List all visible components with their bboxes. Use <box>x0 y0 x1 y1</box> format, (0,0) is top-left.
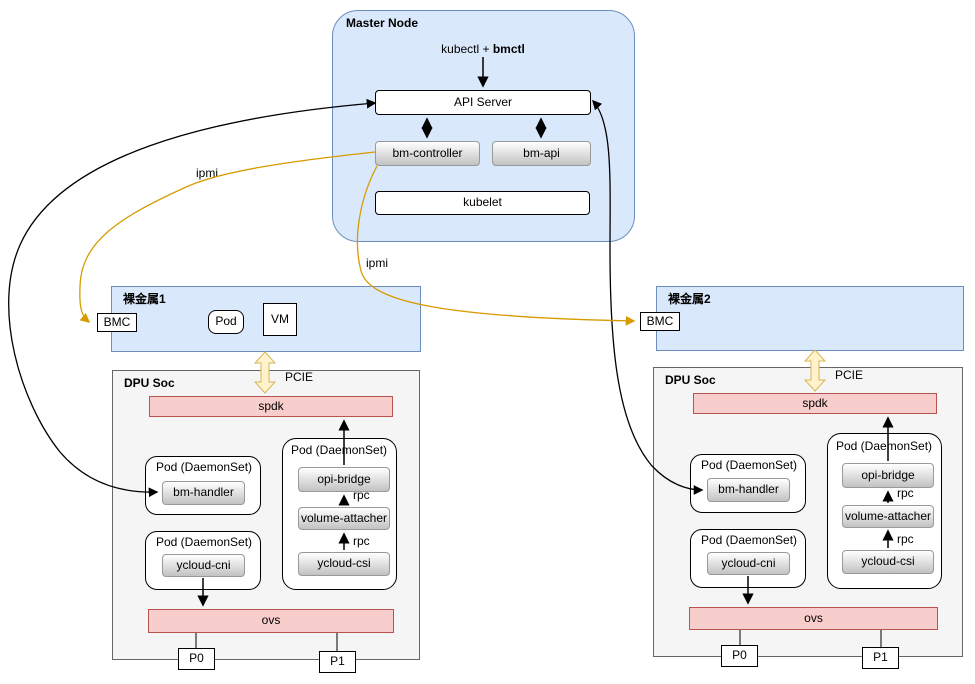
ycloud-cni-1-box: ycloud-cni <box>162 554 245 577</box>
api-server-box: API Server <box>375 90 591 115</box>
pod-daemonset-label: Pod (DaemonSet) <box>701 533 798 547</box>
kubelet-box: kubelet <box>375 191 590 215</box>
pod-daemonset-label: Pod (DaemonSet) <box>156 460 253 474</box>
ycloud-csi-2-box: ycloud-csi <box>842 550 934 574</box>
kubectl-bmctl-label: kubectl + bmctl <box>441 42 525 56</box>
pod-daemonset-label: Pod (DaemonSet) <box>291 443 388 457</box>
baremetal-2-container <box>656 286 964 351</box>
rpc-label: rpc <box>353 534 370 548</box>
spdk-2-box: spdk <box>693 393 937 414</box>
bm-handler-2-box: bm-handler <box>707 478 790 502</box>
bm-handler-1-box: bm-handler <box>162 481 245 505</box>
volume-attacher-1-box: volume-attacher <box>298 507 390 530</box>
spdk-1-box: spdk <box>149 396 393 417</box>
opi-bridge-2-box: opi-bridge <box>842 463 934 488</box>
rpc-label: rpc <box>897 486 914 500</box>
ovs-2-box: ovs <box>689 607 938 630</box>
ycloud-cni-2-box: ycloud-cni <box>707 552 790 575</box>
bm-controller-box: bm-controller <box>375 141 480 166</box>
pod-daemonset-label: Pod (DaemonSet) <box>701 458 798 472</box>
bm-api-box: bm-api <box>492 141 591 166</box>
volume-attacher-2-box: volume-attacher <box>842 505 934 528</box>
ovs-1-box: ovs <box>148 609 394 633</box>
baremetal-1-title: 裸金属1 <box>123 292 166 306</box>
vm-box: VM <box>263 303 297 336</box>
port-p1-1-box: P1 <box>319 651 356 673</box>
ipmi-label-center: ipmi <box>366 256 389 270</box>
ipmi-label-left: ipmi <box>196 166 219 180</box>
master-node-title: Master Node <box>346 16 419 30</box>
opi-bridge-1-box: opi-bridge <box>298 467 390 492</box>
dpu-soc-1-title: DPU Soc <box>124 376 175 390</box>
ycloud-csi-1-box: ycloud-csi <box>298 552 390 576</box>
pod-daemonset-label: Pod (DaemonSet) <box>156 535 253 549</box>
rpc-label: rpc <box>353 488 370 502</box>
dpu-soc-2-title: DPU Soc <box>665 373 716 387</box>
port-p0-1-box: P0 <box>178 648 215 670</box>
pod-box: Pod <box>208 310 244 334</box>
port-p0-2-box: P0 <box>721 645 758 667</box>
bmc-2-box: BMC <box>640 312 680 331</box>
rpc-label: rpc <box>897 532 914 546</box>
pcie-2-label: PCIE <box>835 368 864 382</box>
port-p1-2-box: P1 <box>862 647 899 669</box>
baremetal-2-title: 裸金属2 <box>668 292 711 306</box>
pcie-1-label: PCIE <box>285 370 314 384</box>
pod-daemonset-label: Pod (DaemonSet) <box>836 439 933 453</box>
bmc-1-box: BMC <box>97 313 137 332</box>
